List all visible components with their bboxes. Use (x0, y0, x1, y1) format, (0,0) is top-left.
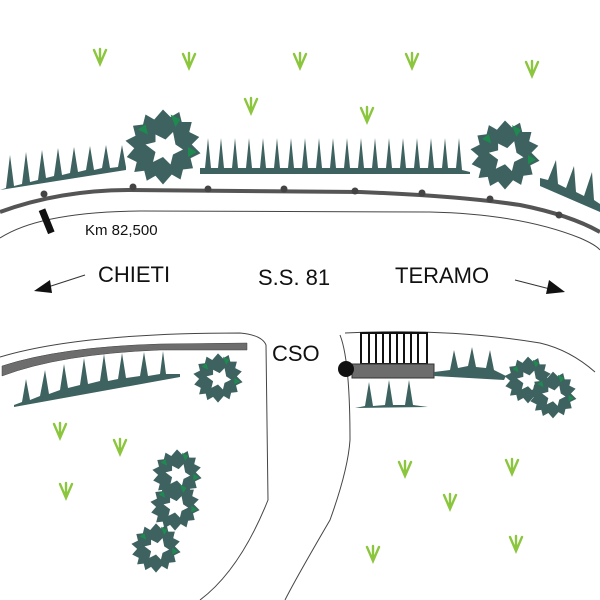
grass-tuft (92, 47, 108, 66)
direction-left-label: CHIETI (98, 262, 170, 287)
hedge-lower-left (14, 351, 180, 407)
gate-barrier (351, 363, 435, 379)
grass-tuft (397, 459, 413, 478)
km-marker-label: Km 82,500 (85, 222, 158, 239)
tree-shrub (193, 353, 243, 403)
grass-tuft (243, 96, 259, 115)
grass-tuft (292, 51, 308, 70)
grass-tuft (181, 51, 197, 70)
tree-shrub (131, 523, 181, 573)
road-edge-side-right (284, 334, 351, 600)
grass-tuft (359, 105, 375, 124)
guardrail-lower-left (1, 342, 248, 377)
grass-tuft (508, 534, 524, 553)
grass-tuft (112, 437, 128, 456)
grass-tuft (58, 481, 74, 500)
grass-tuft (404, 51, 420, 70)
road-name-label: S.S. 81 (258, 265, 330, 290)
arrow-right-icon (514, 279, 565, 294)
hedge-lower-mid (355, 380, 428, 408)
grass-tuft (524, 59, 540, 78)
km-marker-post (38, 208, 55, 235)
gate-icon (360, 332, 428, 365)
grass-tufts (52, 47, 540, 563)
tree-shrub (150, 481, 200, 531)
cso-label: CSO (272, 341, 320, 366)
grass-tuft (504, 457, 520, 476)
direction-right-label: TERAMO (395, 263, 489, 288)
grass-tuft (52, 421, 68, 440)
hedge-lower-right (434, 347, 506, 380)
grass-tuft (365, 544, 381, 563)
guardrail-top (0, 183, 600, 234)
arrow-left-icon (34, 274, 86, 293)
road-edge-lower-left (0, 332, 269, 600)
hedge-top (0, 138, 600, 212)
road-edge-lower-right (344, 331, 596, 373)
tree-shrub (470, 120, 540, 190)
grass-tuft (442, 492, 458, 511)
tree-shrub (125, 109, 201, 185)
cso-point (338, 361, 354, 377)
